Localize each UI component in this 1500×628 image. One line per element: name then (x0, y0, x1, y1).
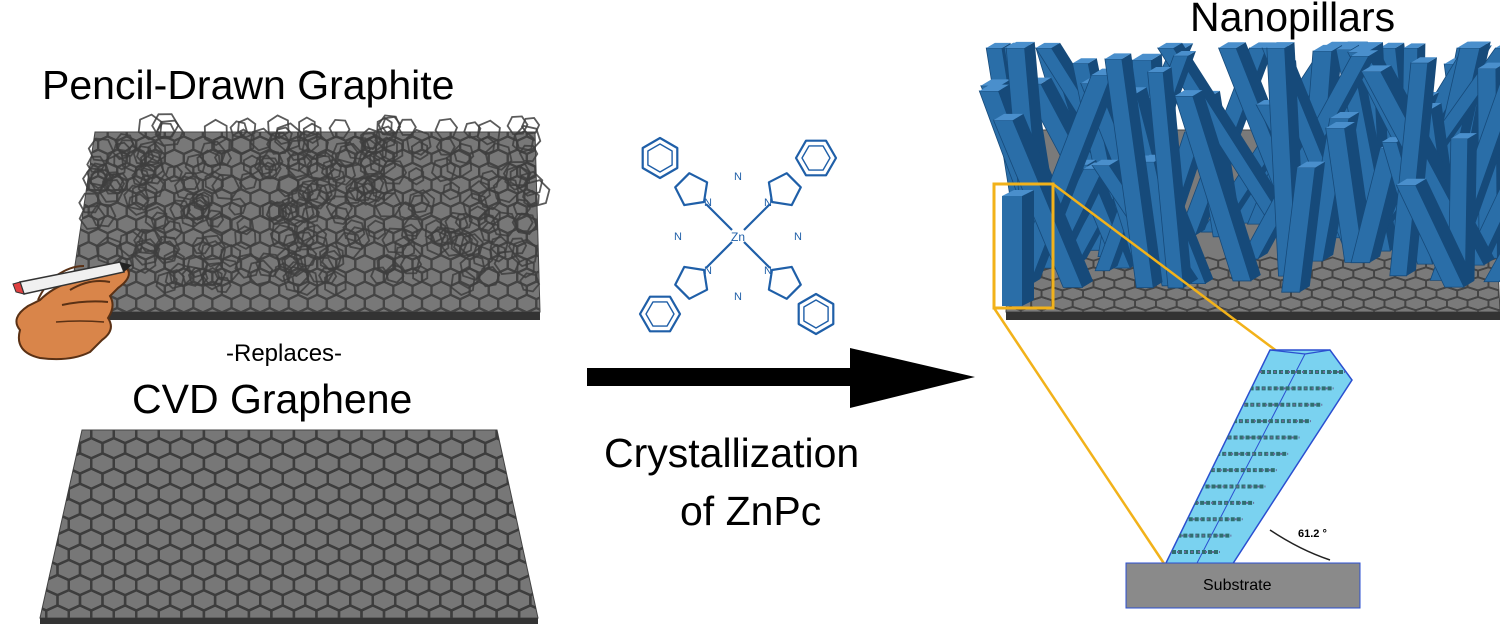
bridging-nitrogen-label: N (734, 171, 742, 183)
hand-holding-pencil-icon (12, 261, 132, 361)
bridging-nitrogen-label: N (794, 231, 802, 243)
graphite-label: Pencil-Drawn Graphite (42, 62, 455, 108)
nitrogen-label: N (764, 265, 772, 277)
replaces-label: -Replaces- (226, 340, 343, 367)
of-znpc-label: of ZnPc (680, 488, 822, 534)
znpc-molecule: N N N N N N N N Zn (638, 136, 838, 336)
zinc-label: Zn (731, 230, 745, 244)
crystallization-label: Crystallization (604, 430, 860, 476)
nitrogen-label: N (704, 197, 712, 209)
cvd-graphene-label: CVD Graphene (132, 376, 413, 422)
cvd-graphene-sheet (39, 429, 539, 624)
bridging-nitrogen-label: N (674, 231, 682, 243)
zoom-highlight (992, 182, 1279, 566)
nanopillar-sheet (978, 41, 1500, 320)
nanopillars-label: Nanopillars (1190, 0, 1396, 40)
substrate-block (1125, 562, 1361, 609)
angle-label: 61.2 ° (1298, 528, 1327, 540)
substrate-label: Substrate (1203, 577, 1272, 594)
nitrogen-label: N (764, 197, 772, 209)
bridging-nitrogen-label: N (734, 291, 742, 303)
right-arrow-icon (587, 348, 975, 408)
nitrogen-label: N (704, 265, 712, 277)
nanopillars (978, 41, 1500, 306)
